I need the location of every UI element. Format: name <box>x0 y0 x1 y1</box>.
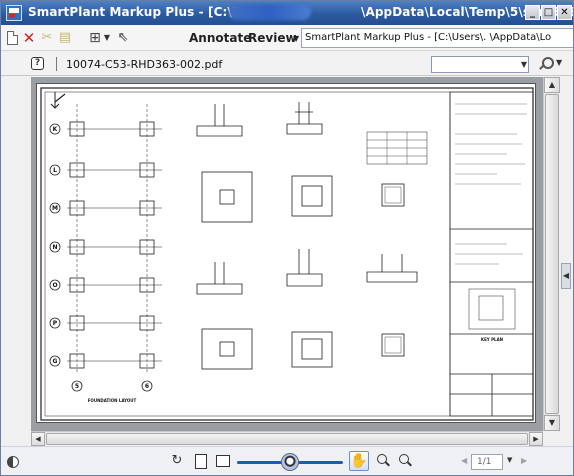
bottom-toolbar: ↻ ✋ ◀ 1/1 ▼ ▶ <box>1 446 573 475</box>
next-page-button[interactable]: ▶ <box>521 456 528 465</box>
horizontal-scroll-thumb[interactable] <box>46 433 528 445</box>
horizontal-scrollbar[interactable]: ◀ ▶ <box>31 431 543 446</box>
vertical-scroll-thumb[interactable] <box>545 94 559 414</box>
rotate-icon[interactable]: ↻ <box>171 453 183 468</box>
help-icon[interactable]: ? <box>31 57 44 70</box>
frame-icon[interactable]: ⊞ <box>89 30 101 46</box>
grid-label: K <box>53 126 58 133</box>
delete-icon[interactable]: ✕ <box>22 29 36 47</box>
grid-label: O <box>52 282 57 289</box>
search-icon[interactable] <box>537 56 554 72</box>
drawing-sheet[interactable]: K L M N O P G 5 6 FOUNDATION LAYOUT KEY … <box>36 83 536 423</box>
column-label: 5 <box>75 383 79 390</box>
search-menu-caret[interactable]: ▼ <box>556 58 563 67</box>
menu-review[interactable]: Review <box>248 31 297 45</box>
search-dropdown-caret[interactable]: ▼ <box>520 60 528 69</box>
scroll-down-button[interactable]: ▼ <box>544 415 560 431</box>
zoom-in-icon[interactable] <box>397 453 413 469</box>
separator <box>56 57 57 71</box>
drawing-canvas: K L M N O P G 5 6 FOUNDATION LAYOUT KEY … <box>40 87 534 421</box>
search-input[interactable] <box>431 56 529 73</box>
sheet-title: KEY PLAN <box>481 337 503 342</box>
document-bar: ? 10074-C53-RHD363-002.pdf ▼ ▼ <box>1 52 573 76</box>
document-tab-label: SmartPlant Markup Plus - [C:\Users\. \Ap… <box>305 32 552 43</box>
redaction-blur <box>229 4 311 20</box>
document-filename: 10074-C53-RHD363-002.pdf <box>66 58 223 71</box>
frame-dropdown-caret[interactable]: ▼ <box>103 33 111 42</box>
pointer-icon[interactable]: ⇖ <box>117 30 129 45</box>
review-dropdown-caret[interactable]: ▼ <box>293 34 300 43</box>
page-dropdown-caret[interactable]: ▼ <box>507 456 513 464</box>
window-title-prefix: SmartPlant Markup Plus - [C:\Users\ <box>28 5 275 19</box>
side-panel-toggle[interactable]: ◀ <box>561 263 571 289</box>
cut-icon[interactable]: ✂ <box>41 30 53 45</box>
zoom-area-icon[interactable] <box>375 453 391 469</box>
close-button[interactable]: ✕ <box>557 5 572 20</box>
main-toolbar: ✕ ✂ ▤ ⊞ ▼ ⇖ Annotate Review ▼ SmartPlant… <box>1 25 573 51</box>
document-tab[interactable]: SmartPlant Markup Plus - [C:\Users\. \Ap… <box>301 28 573 48</box>
document-viewer[interactable]: K L M N O P G 5 6 FOUNDATION LAYOUT KEY … <box>31 77 543 431</box>
page-number-field[interactable]: 1/1 <box>471 454 503 470</box>
scroll-right-button[interactable]: ▶ <box>529 432 543 446</box>
drawing-area-border <box>44 91 451 417</box>
scroll-left-button[interactable]: ◀ <box>31 432 45 446</box>
fit-page-icon[interactable] <box>192 453 208 469</box>
previous-page-button[interactable]: ◀ <box>461 456 468 465</box>
app-icon[interactable] <box>6 5 22 21</box>
title-bar[interactable]: SmartPlant Markup Plus - [C:\Users\ \AppD… <box>1 1 573 25</box>
pan-hand-icon[interactable]: ✋ <box>349 451 369 471</box>
plan-title: FOUNDATION LAYOUT <box>88 398 137 403</box>
grid-label: N <box>52 244 57 251</box>
grid-label: M <box>52 205 58 212</box>
menu-annotate[interactable]: Annotate <box>189 31 252 45</box>
scroll-up-button[interactable]: ▲ <box>544 77 560 93</box>
window-title-suffix: \AppData\Local\Temp\5\spm5ABA7\100... <box>360 5 573 19</box>
column-label: 6 <box>145 383 149 390</box>
contrast-icon[interactable] <box>7 456 19 468</box>
grid-label: G <box>53 358 58 365</box>
zoom-slider-thumb[interactable] <box>281 453 299 471</box>
paste-icon[interactable]: ▤ <box>58 30 72 45</box>
vertical-scrollbar[interactable]: ▲ ▼ <box>543 77 560 431</box>
maximize-button[interactable]: □ <box>541 5 556 20</box>
title-block <box>449 91 534 417</box>
minimize-button[interactable]: _ <box>525 5 540 20</box>
new-document-icon[interactable] <box>7 31 18 45</box>
window-title: SmartPlant Markup Plus - [C:\Users\ \AppD… <box>28 5 573 19</box>
fit-width-icon[interactable] <box>214 453 230 469</box>
grid-label: L <box>53 167 57 174</box>
grid-label: P <box>53 320 58 327</box>
